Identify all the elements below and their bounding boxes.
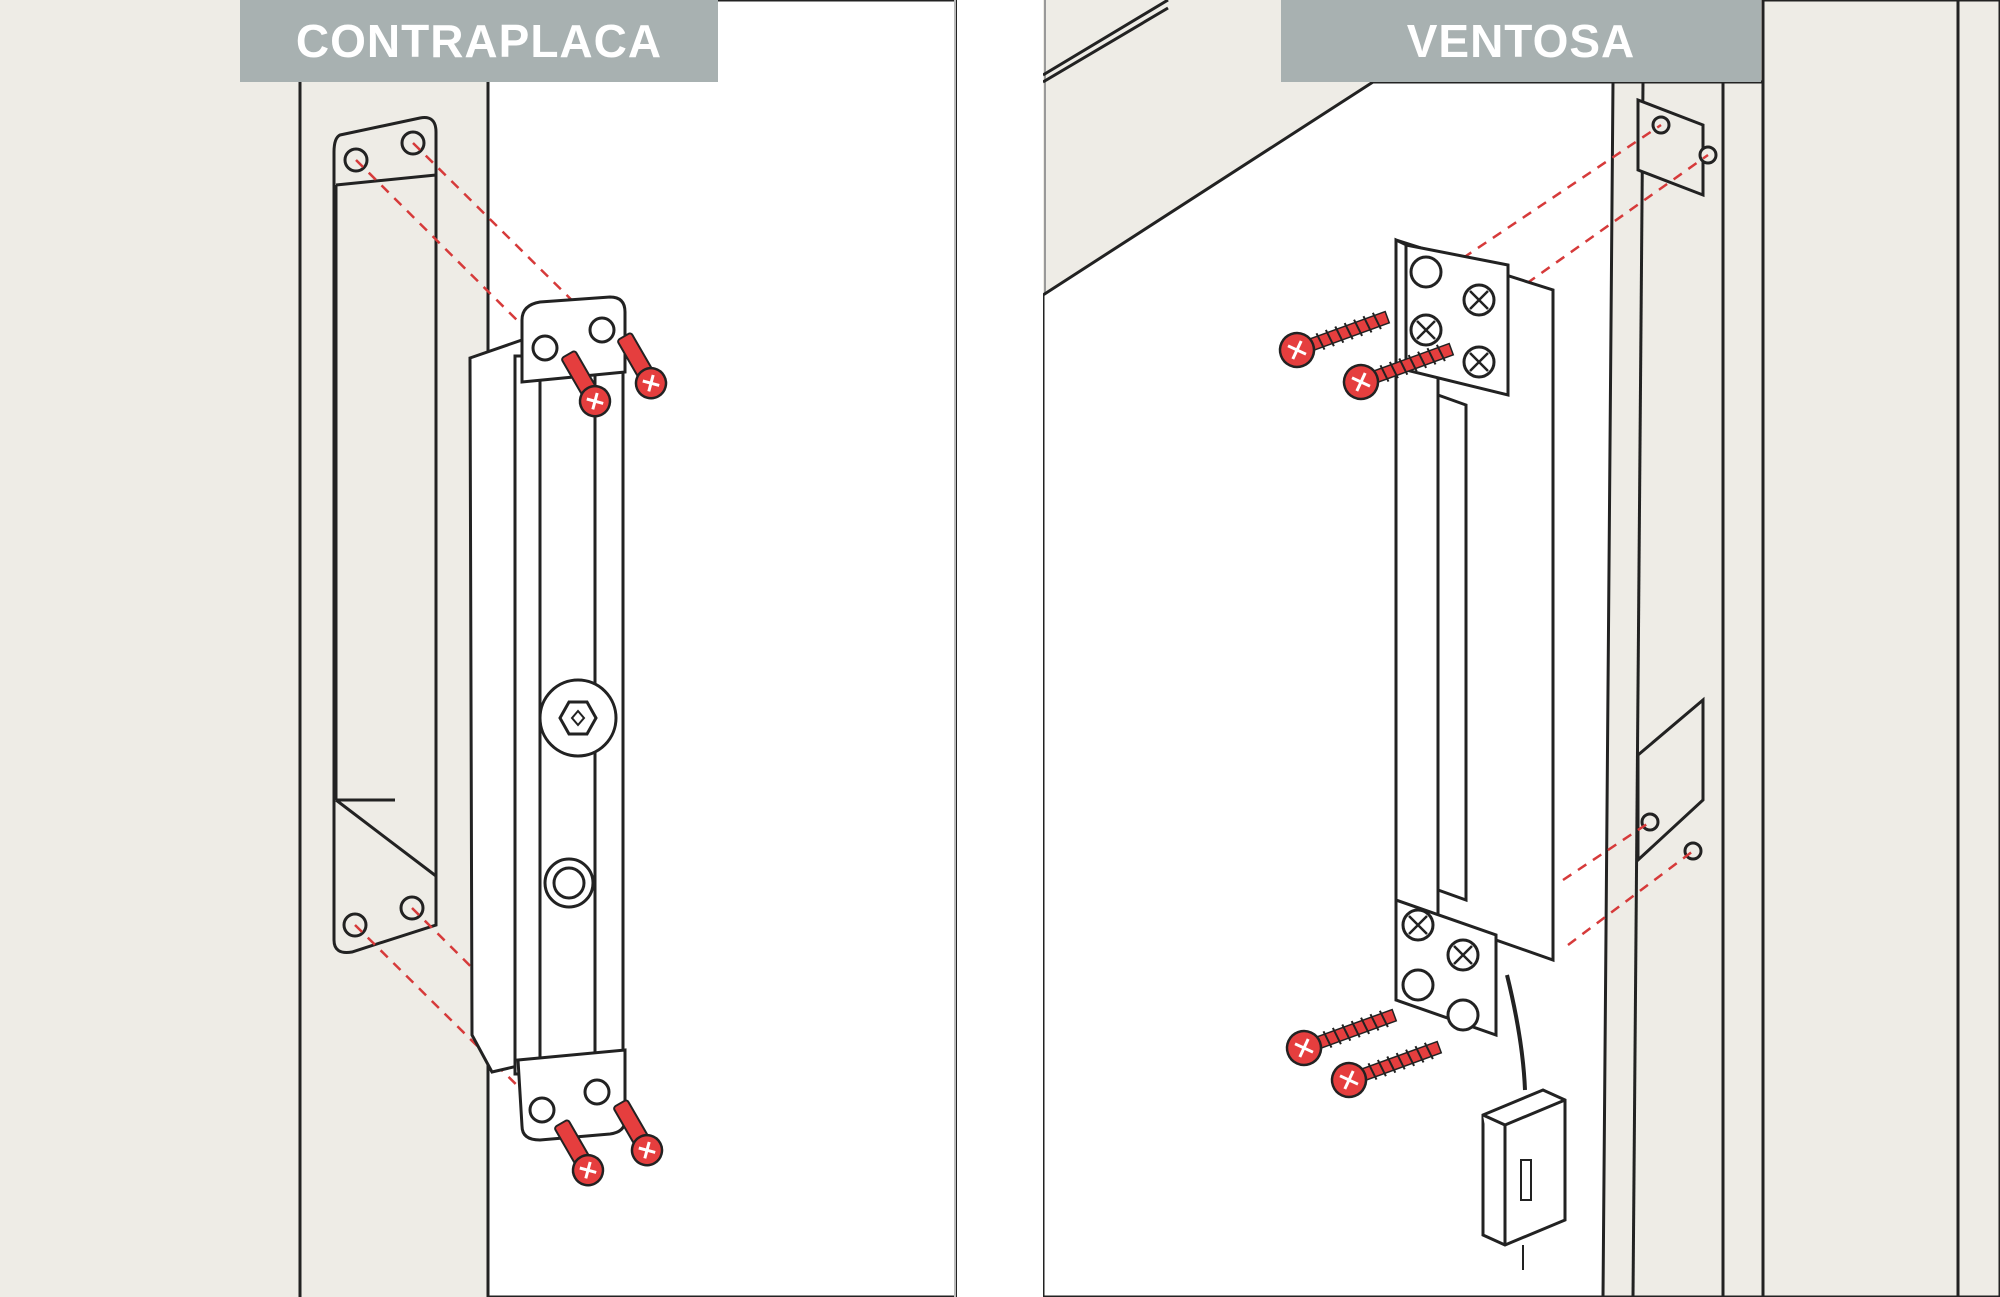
contraplaca-title: CONTRAPLACA [295, 15, 663, 67]
ventosa-title: VENTOSA [1406, 15, 1636, 67]
contraplaca-illustration [0, 0, 957, 1297]
ventosa-illustration [1043, 0, 2000, 1297]
strike-plate [468, 295, 627, 1142]
mortise-plate [332, 116, 438, 954]
frame-mounting-plates [1636, 97, 1718, 864]
electromagnet [1394, 237, 1555, 1038]
contraplaca-panel: CONTRAPLACA [0, 0, 957, 1297]
guide-lines [1462, 123, 1709, 946]
door-frame [1601, 0, 2000, 1297]
ventosa-title-tab [1281, 0, 1761, 82]
control-module [1481, 974, 1567, 1270]
contraplaca-title-tab [240, 0, 718, 82]
ventosa-panel: VENTOSA [1043, 0, 2000, 1297]
